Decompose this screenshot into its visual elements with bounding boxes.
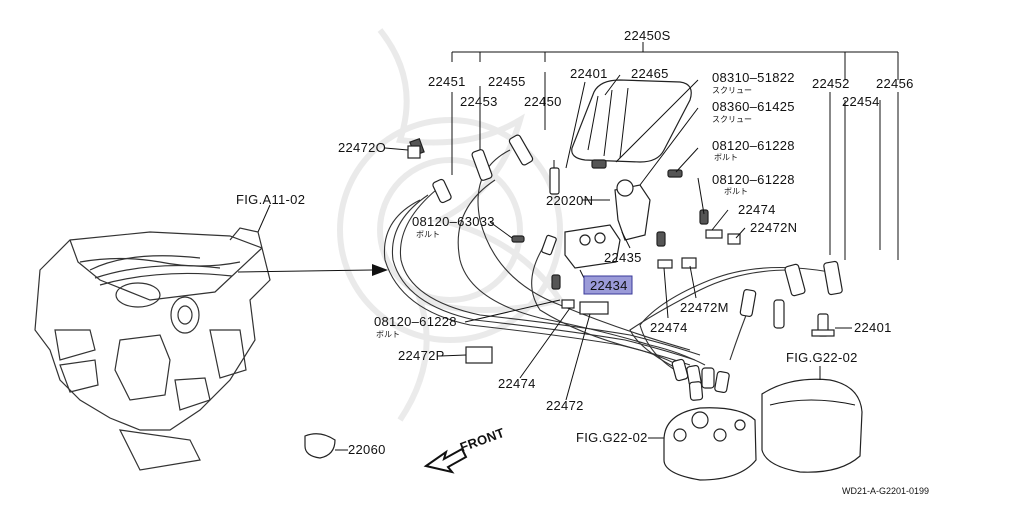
callout-22474-a[interactable]: 22474 [738, 202, 776, 217]
drawing-code: WD21-A-G2201-0199 [842, 486, 929, 496]
callout-22472[interactable]: 22472 [546, 398, 584, 413]
callout-22435[interactable]: 22435 [604, 250, 642, 265]
callout-22456[interactable]: 22456 [876, 76, 914, 91]
callout-08120-63033[interactable]: 08120–63033 [412, 214, 495, 229]
callout-08120-63033-sub: ボルト [416, 230, 440, 239]
front-label: FRONT [458, 425, 507, 455]
callout-22472N[interactable]: 22472N [750, 220, 797, 235]
callout-22434[interactable]: 22434 [590, 278, 628, 293]
callout-22452[interactable]: 22452 [812, 76, 850, 91]
callout-22450[interactable]: 22450 [524, 94, 562, 109]
callout-22401-right[interactable]: 22401 [854, 320, 892, 335]
callout-22453[interactable]: 22453 [460, 94, 498, 109]
callout-08120-61228-b[interactable]: 08120–61228 [712, 172, 795, 187]
callout-22474-c[interactable]: 22474 [498, 376, 536, 391]
callout-08120-61228-b-sub: ボルト [724, 187, 748, 196]
callout-22455[interactable]: 22455 [488, 74, 526, 89]
callout-08360-61425[interactable]: 08360–61425 [712, 99, 795, 114]
watermark [337, 28, 565, 422]
engine-illustration [34, 227, 271, 471]
callout-fig-g22-02-right[interactable]: FIG.G22-02 [786, 350, 858, 365]
callout-22472M[interactable]: 22472M [680, 300, 729, 315]
plug-boots [409, 134, 843, 329]
callout-22451[interactable]: 22451 [428, 74, 466, 89]
wire-ends [671, 358, 730, 401]
highlighted-callout-box [583, 275, 633, 295]
leader-lines [257, 42, 899, 451]
spark-plug-top [549, 160, 560, 195]
wire-harness [383, 149, 831, 381]
callout-22472P[interactable]: 22472P [398, 348, 445, 363]
engine-arrow [237, 264, 388, 276]
callout-22020N[interactable]: 22020N [546, 193, 593, 208]
callout-22060[interactable]: 22060 [348, 442, 386, 457]
ignition-cover [571, 79, 692, 163]
callout-08120-61228-c-sub: ボルト [376, 330, 400, 339]
small-parts [304, 145, 835, 459]
ignition-coil [564, 159, 651, 269]
front-arrow-icon [423, 447, 468, 474]
callout-08120-61228-c[interactable]: 08120–61228 [374, 314, 457, 329]
distributor-cap [663, 407, 757, 481]
callout-08120-61228-a[interactable]: 08120–61228 [712, 138, 795, 153]
callout-08120-61228-a-sub: ボルト [714, 153, 738, 162]
callout-22465[interactable]: 22465 [631, 66, 669, 81]
callout-22450S[interactable]: 22450S [624, 28, 671, 43]
callout-fig-g22-02-bottom[interactable]: FIG.G22-02 [576, 430, 648, 445]
callout-08360-61425-sub: スクリュー [712, 115, 752, 124]
distributor-body [761, 378, 863, 473]
callout-08310-51822[interactable]: 08310–51822 [712, 70, 795, 85]
callout-labels: 22450S 22465 22451 22455 22453 22401 224… [236, 28, 929, 496]
callout-22474-b[interactable]: 22474 [650, 320, 688, 335]
callout-22472O[interactable]: 22472O [338, 140, 386, 155]
callout-08310-51822-sub: スクリュー [712, 86, 752, 95]
callout-fig-a11-02[interactable]: FIG.A11-02 [236, 192, 305, 207]
callout-22401-top[interactable]: 22401 [570, 66, 608, 81]
callout-22454[interactable]: 22454 [842, 94, 880, 109]
